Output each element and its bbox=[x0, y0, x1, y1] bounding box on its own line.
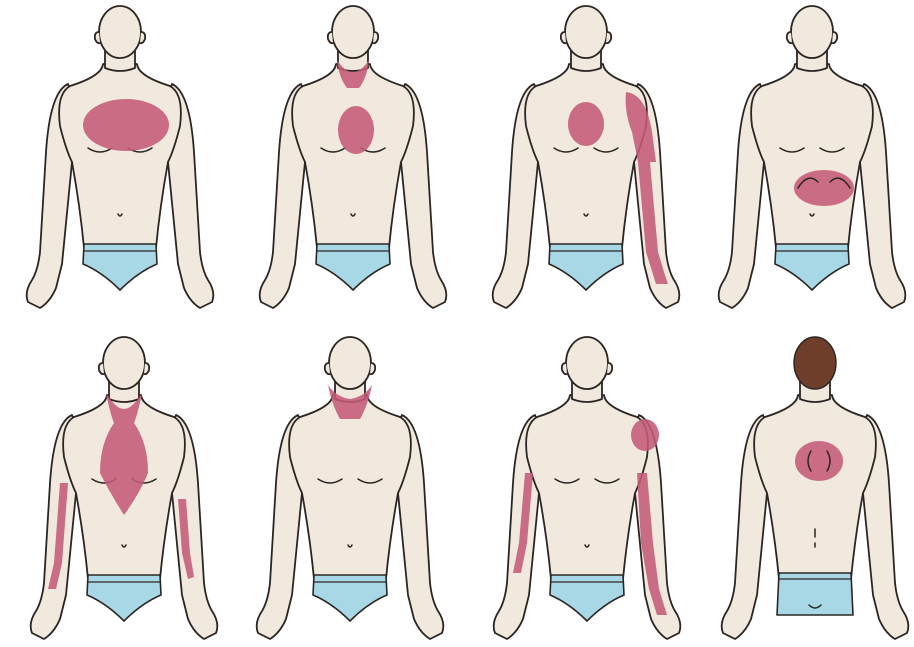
figure-8 bbox=[722, 337, 909, 639]
figure-1 bbox=[27, 6, 214, 308]
figure-4 bbox=[719, 6, 906, 308]
pain-area-upper-abdomen bbox=[794, 170, 854, 206]
pain-area-left-shoulder bbox=[631, 419, 659, 451]
figure-5 bbox=[31, 337, 218, 639]
pain-area-central-chest bbox=[83, 99, 169, 151]
pain-area-upper-back bbox=[795, 441, 843, 481]
figure-6 bbox=[257, 337, 444, 639]
figure-3 bbox=[493, 6, 680, 308]
pain-area-left-chest bbox=[568, 102, 604, 146]
figure-2 bbox=[260, 6, 447, 308]
figure-7 bbox=[494, 337, 681, 639]
pain-area-mid-chest bbox=[338, 106, 374, 154]
